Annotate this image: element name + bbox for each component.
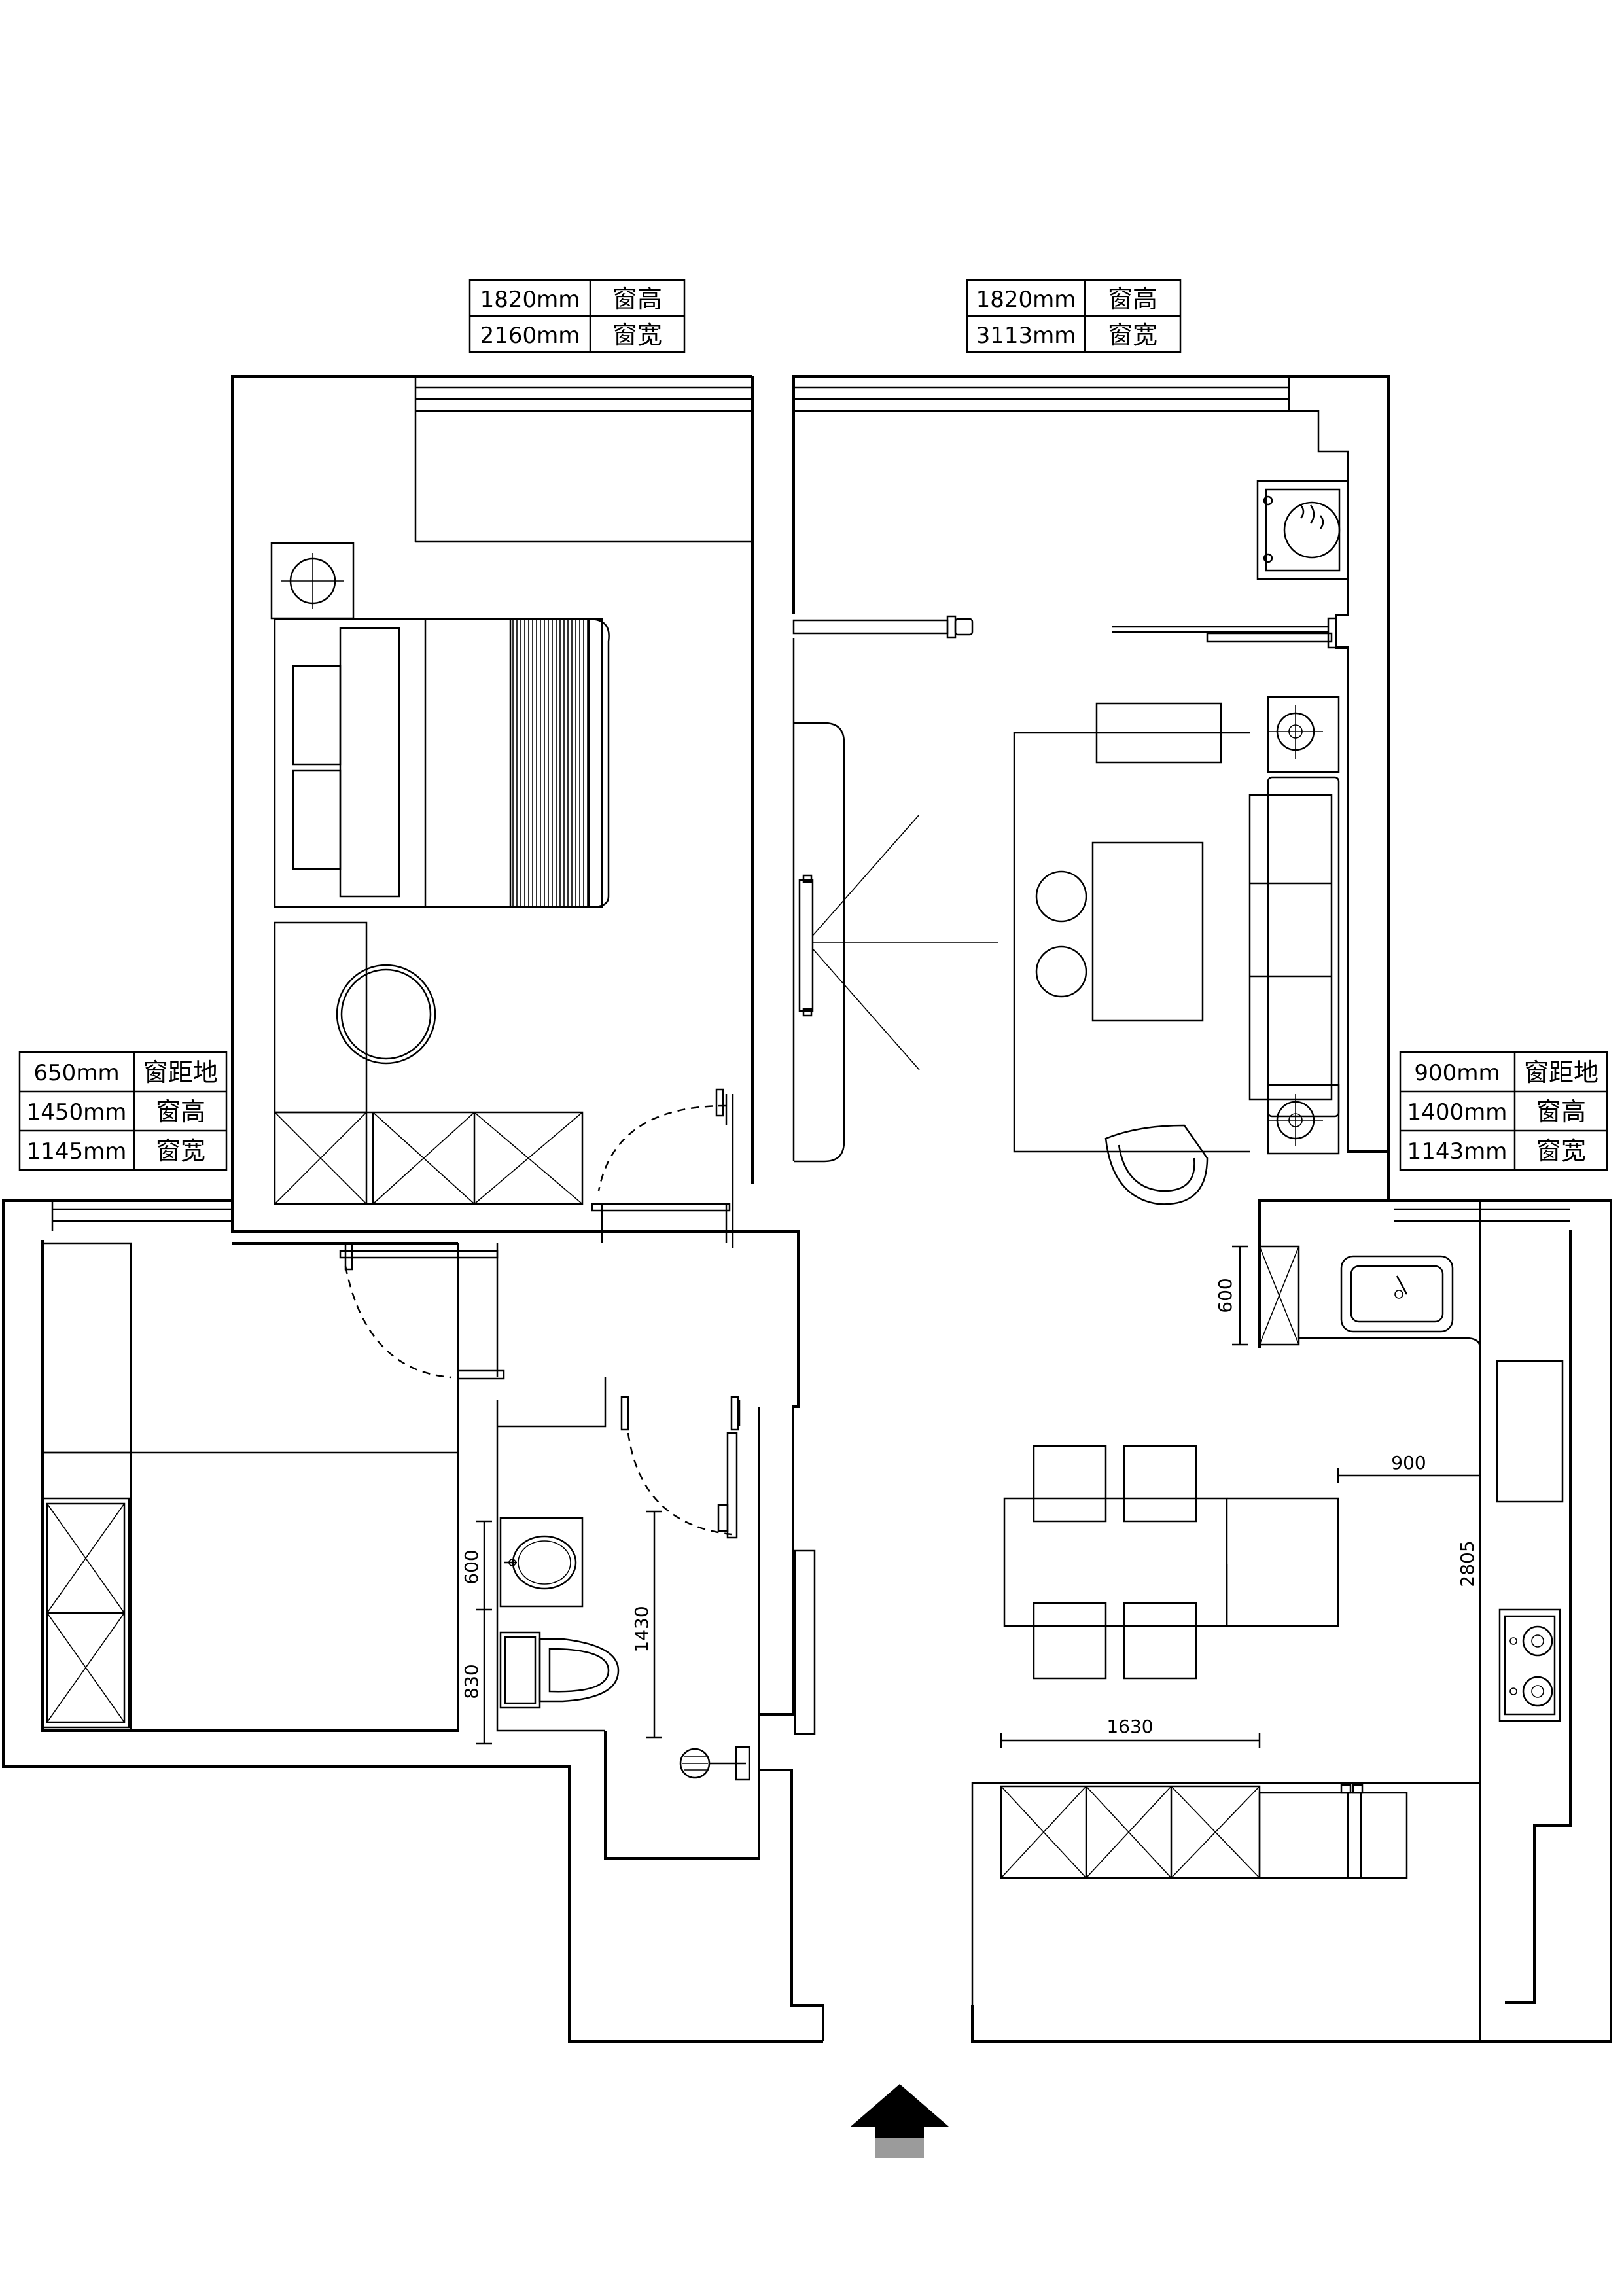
dimension-toilet: 830 xyxy=(461,1610,492,1745)
bed xyxy=(274,618,610,908)
bathroom-window xyxy=(794,1549,816,1735)
window-label: 窗距地 xyxy=(143,1058,218,1087)
dimension-kitchen-sink: 600 xyxy=(1214,1245,1248,1346)
washing-machine xyxy=(1256,480,1349,580)
window-value: 3113mm xyxy=(976,323,1076,349)
left-room-door xyxy=(339,1242,505,1380)
dimension-label: 830 xyxy=(461,1664,482,1699)
interior-wall-bedroom xyxy=(231,376,795,1245)
window-left-side xyxy=(51,1201,232,1231)
dimension-label: 1430 xyxy=(631,1606,652,1652)
living-rug-and-sofa xyxy=(1013,702,1340,1153)
window-table-left-side: 650mm 窗距地 1450mm 窗高 1145mm 窗宽 xyxy=(18,1051,228,1171)
window-label: 窗宽 xyxy=(1108,321,1157,349)
window-living-top xyxy=(794,376,1349,478)
window-value: 1143mm xyxy=(1407,1139,1508,1165)
dining-table xyxy=(1003,1445,1339,1680)
shower xyxy=(679,1746,750,1781)
dimension-kitchen-counter: 2805 xyxy=(1456,1540,1478,1587)
window-label: 窗高 xyxy=(612,285,662,313)
dimension-label: 2805 xyxy=(1456,1540,1478,1587)
dimension-label: 1630 xyxy=(1106,1716,1153,1737)
window-value: 900mm xyxy=(1414,1060,1500,1086)
basin xyxy=(499,1517,584,1608)
dimension-basin: 600 xyxy=(461,1520,492,1611)
wardrobe-bedroom xyxy=(274,1111,584,1205)
window-value: 650mm xyxy=(33,1060,119,1086)
living-right-wall xyxy=(1258,478,1572,2041)
entrance-arrow-icon xyxy=(851,2084,949,2158)
dimension-label: 600 xyxy=(461,1549,482,1584)
toilet xyxy=(499,1631,620,1709)
nightstand-lamp xyxy=(270,542,355,620)
window-table-living-top: 1820mm 窗高 3113mm 窗宽 xyxy=(966,279,1182,353)
bed-throw-stripes xyxy=(512,620,588,906)
exterior-walls xyxy=(2,375,1612,2043)
desk-area xyxy=(274,921,436,1114)
bedroom-door xyxy=(591,1088,734,1248)
dimension-island-to-counter: 900 xyxy=(1337,1452,1481,1483)
window-label: 窗距地 xyxy=(1524,1058,1598,1087)
window-value: 2160mm xyxy=(480,323,580,349)
window-label: 窗高 xyxy=(156,1097,205,1126)
window-table-bedroom-top: 1820mm 窗高 2160mm 窗宽 xyxy=(468,279,686,353)
window-label: 窗宽 xyxy=(1536,1137,1586,1165)
window-label: 窗高 xyxy=(1536,1097,1586,1126)
tv-cabinet xyxy=(794,722,998,1163)
stove xyxy=(1498,1608,1561,1722)
wardrobe-left-room xyxy=(41,1242,458,1731)
curtain-rail xyxy=(792,615,1337,649)
armchair xyxy=(1104,1124,1209,1205)
side-table-lamp xyxy=(1267,1084,1340,1155)
dimension-label: 600 xyxy=(1214,1278,1236,1313)
window-value: 1145mm xyxy=(27,1139,127,1165)
window-value: 1400mm xyxy=(1407,1099,1508,1125)
window-label: 窗宽 xyxy=(156,1137,205,1165)
kitchen-bottom-cabinet xyxy=(971,1782,1480,2005)
window-value: 1450mm xyxy=(27,1099,127,1125)
window-label: 窗宽 xyxy=(612,321,662,349)
dimension-cabinet: 1630 xyxy=(1000,1716,1261,1748)
kitchen-counter-right xyxy=(1479,1348,1564,1780)
dimension-label: 900 xyxy=(1391,1452,1426,1474)
window-bedroom-top xyxy=(414,376,752,542)
dimension-shower: 1430 xyxy=(631,1510,662,1739)
window-label: 窗高 xyxy=(1108,285,1157,313)
side-table-lamp xyxy=(1267,696,1340,773)
window-value: 1820mm xyxy=(976,287,1076,313)
window-value: 1820mm xyxy=(480,287,580,313)
window-table-right-side: 900mm 窗距地 1400mm 窗高 1143mm 窗宽 xyxy=(1399,1051,1608,1171)
kitchen-sink-counter xyxy=(1258,1245,1481,1783)
window-right-side xyxy=(1394,1208,1570,1222)
bathroom xyxy=(496,1377,741,1732)
